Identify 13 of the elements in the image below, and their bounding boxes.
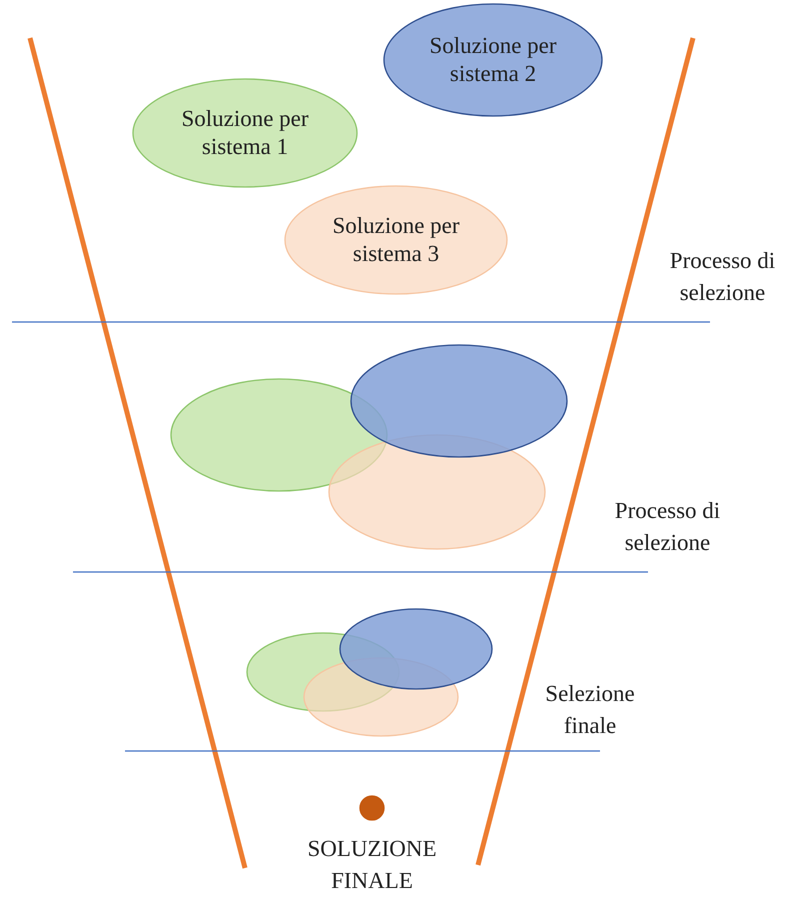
solution-ellipse: [132, 78, 358, 188]
solution-ellipse: [284, 185, 508, 295]
dot-marker: [359, 795, 385, 821]
solution-ellipse: [350, 344, 568, 458]
stage-label: Selezione finale: [544, 680, 636, 740]
stage-label: Processo di selezione: [614, 497, 722, 557]
solution-ellipse: [339, 608, 493, 690]
stage-label: Processo di selezione: [668, 247, 776, 307]
ellipse-label: Soluzione per sistema 1: [180, 105, 310, 161]
ellipse-label: Soluzione per sistema 2: [428, 32, 558, 88]
solution-ellipse: [383, 3, 603, 117]
ellipse-label: Soluzione per sistema 3: [331, 212, 461, 268]
result-caption: SOLUZIONE FINALE: [306, 835, 438, 895]
